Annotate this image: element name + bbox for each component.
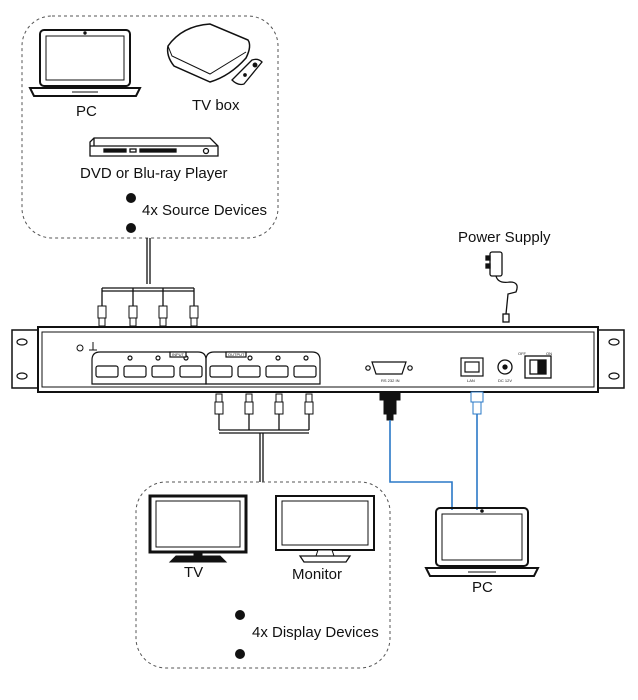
dc-power-jack (497, 359, 513, 375)
tv-label: TV (184, 564, 204, 581)
tv-icon (148, 494, 248, 563)
input-panel-label: INPUT (172, 352, 185, 357)
source-pc-laptop-icon (28, 29, 142, 97)
display-bullet-1 (235, 610, 245, 620)
lan-label: LAN (467, 378, 475, 383)
source-count-label: 4x Source Devices (142, 202, 268, 219)
dc-label: DC 12V (498, 378, 512, 383)
source-pc-label: PC (76, 103, 97, 120)
tv-box-label: TV box (192, 97, 240, 114)
on-label: ON (546, 351, 552, 356)
db9-plug (379, 391, 401, 421)
monitor-label: Monitor (292, 566, 343, 583)
control-cables (389, 414, 478, 510)
output-panel-label: OUTPUT (228, 352, 245, 357)
control-pc-laptop-icon (424, 507, 540, 577)
display-devices-group-box (135, 481, 391, 669)
output-cable-tree (218, 414, 310, 482)
lan-port (460, 357, 484, 377)
dvd-player-icon (89, 137, 219, 157)
display-bullet-2 (235, 649, 245, 659)
source-devices-group-box (21, 15, 279, 239)
off-label: OFF (518, 351, 527, 356)
remote-control-icon (231, 58, 263, 86)
monitor-icon (275, 495, 375, 563)
rj45-plug (470, 391, 484, 415)
input-hdmi-plugs (97, 305, 199, 327)
power-supply-label: Power Supply (458, 229, 551, 246)
input-cable-tree (101, 238, 195, 306)
output-ports-panel (205, 351, 321, 385)
source-bullet-1 (126, 193, 136, 203)
tv-box-icon (166, 23, 251, 83)
rs232-label: RS 232 IN (381, 378, 400, 383)
power-switch (524, 355, 552, 379)
ground-symbol-icon (76, 342, 97, 352)
rs232-port (365, 361, 413, 375)
dvd-player-label: DVD or Blu-ray Player (80, 165, 228, 182)
power-adapter-icon (485, 251, 518, 323)
control-pc-label: PC (472, 579, 493, 596)
source-bullet-2 (126, 223, 136, 233)
output-hdmi-plugs (214, 393, 314, 415)
display-count-label: 4x Display Devices (252, 624, 379, 641)
